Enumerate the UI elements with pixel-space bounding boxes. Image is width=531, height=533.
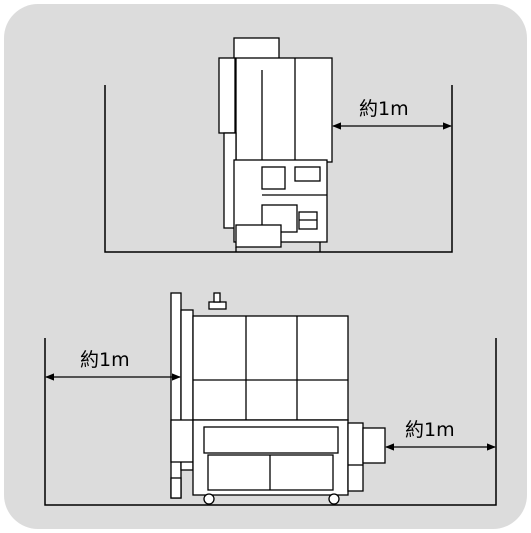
bottom-machine (170, 292, 386, 505)
bottom-left-clearance-label: 約1m (80, 349, 130, 371)
bottom-view (44, 292, 497, 506)
bottom-right-clearance-label: 約1m (405, 419, 455, 441)
top-clearance-label: 約1m (359, 98, 409, 120)
bottom-room-outline (44, 338, 497, 506)
top-machine (218, 37, 333, 252)
top-view (104, 37, 453, 253)
background-panel (4, 4, 527, 529)
top-room-outline (104, 85, 453, 253)
